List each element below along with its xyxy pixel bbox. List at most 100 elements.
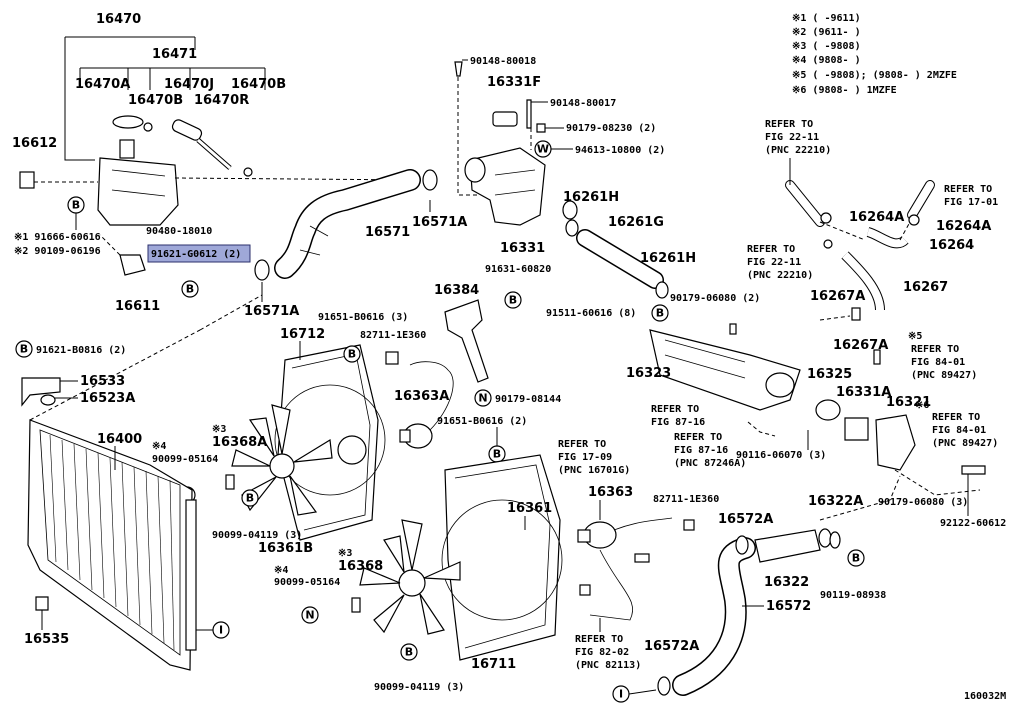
marker-b-10[interactable]: B bbox=[847, 549, 865, 567]
legend-line-1: ※1 ( -9611) bbox=[792, 13, 861, 24]
label-90116: 90116-06070 (3) bbox=[736, 450, 826, 461]
label-16363: 16363 bbox=[588, 485, 633, 500]
marker-b-4[interactable]: B bbox=[343, 345, 361, 363]
marker-b-8[interactable]: B bbox=[400, 643, 418, 661]
label-90109: ※2 90109-06196 bbox=[14, 246, 101, 257]
right-fan-shroud bbox=[441, 454, 563, 661]
label-16571A-b: 16571A bbox=[244, 304, 299, 319]
ref-note-6[interactable]: REFER TO FIG 87-16 bbox=[651, 404, 705, 428]
ref-note-1[interactable]: REFER TO FIG 22-11 (PNC 22210) bbox=[765, 119, 831, 156]
label-90099-b: 90099-04119 (3) bbox=[212, 530, 302, 541]
label-90099-a: 90099-05164 bbox=[152, 454, 218, 465]
label-16471: 16471 bbox=[152, 47, 197, 62]
marker-b-3[interactable]: B bbox=[504, 291, 522, 309]
svg-text:FIG 87-16: FIG 87-16 bbox=[651, 417, 705, 428]
marker-n-1[interactable]: N bbox=[474, 389, 492, 407]
ref-note-8[interactable]: REFER TO FIG 17-09 (PNC 16701G) bbox=[558, 439, 630, 476]
svg-text:I: I bbox=[619, 688, 623, 701]
label-16572A-a: 16572A bbox=[718, 512, 773, 527]
svg-text:REFER TO: REFER TO bbox=[747, 244, 795, 255]
marker-i-2[interactable]: I bbox=[612, 685, 630, 703]
label-16470J: 16470J bbox=[164, 77, 214, 92]
ref-note-7[interactable]: REFER TO FIG 87-16 (PNC 87246A) bbox=[674, 432, 746, 469]
ref-note-5[interactable]: REFER TO FIG 84-01 (PNC 89427) bbox=[932, 412, 998, 449]
marker-w[interactable]: W bbox=[534, 140, 552, 158]
label-16363A: 16363A bbox=[394, 389, 449, 404]
marker-b-6[interactable]: B bbox=[241, 489, 259, 507]
svg-text:N: N bbox=[305, 609, 314, 622]
label-16267: 16267 bbox=[903, 280, 948, 295]
lower-radiator-hose bbox=[657, 535, 756, 696]
label-16400: 16400 bbox=[97, 432, 142, 447]
label-16264A-b: 16264A bbox=[936, 219, 991, 234]
reservoir-cap bbox=[112, 115, 144, 129]
svg-text:B: B bbox=[493, 448, 501, 461]
svg-text:FIG 82-02: FIG 82-02 bbox=[575, 647, 629, 658]
legend-line-3: ※3 ( -9808) bbox=[792, 41, 861, 52]
svg-text:(PNC 87246A): (PNC 87246A) bbox=[674, 458, 746, 469]
svg-text:B: B bbox=[405, 646, 413, 659]
marker-b-1[interactable]: B bbox=[67, 196, 85, 214]
legend-line-2: ※2 (9611- ) bbox=[792, 27, 861, 38]
label-16331: 16331 bbox=[500, 241, 545, 256]
marker-b-9[interactable]: B bbox=[651, 304, 669, 322]
svg-text:FIG 17-01: FIG 17-01 bbox=[944, 197, 998, 208]
label-star3-b: ※3 bbox=[338, 548, 352, 559]
label-16368A: 16368A bbox=[212, 435, 267, 450]
label-16267A-a: 16267A bbox=[810, 289, 865, 304]
svg-text:B: B bbox=[72, 199, 80, 212]
label-91651-a: 91651-B0616 (3) bbox=[318, 312, 408, 323]
label-92122: 92122-60612 bbox=[940, 518, 1006, 529]
svg-text:B: B bbox=[852, 552, 860, 565]
svg-text:FIG 22-11: FIG 22-11 bbox=[747, 257, 801, 268]
label-16612: 16612 bbox=[12, 136, 57, 151]
marker-i-1[interactable]: I bbox=[212, 621, 230, 639]
label-16470B-a: 16470B bbox=[128, 93, 183, 108]
label-16368: 16368 bbox=[338, 559, 383, 574]
label-91511: 91511-60616 (8) bbox=[546, 308, 636, 319]
label-star4-a: ※4 bbox=[152, 441, 166, 452]
label-82711-a: 82711-1E360 bbox=[360, 330, 426, 341]
fan-bracket bbox=[444, 299, 489, 383]
radiator bbox=[21, 377, 197, 671]
svg-text:(PNC 16701G): (PNC 16701G) bbox=[558, 465, 630, 476]
gasket-16325 bbox=[815, 399, 841, 421]
label-16325: 16325 bbox=[807, 367, 852, 382]
marker-b-7[interactable]: B bbox=[15, 340, 33, 358]
label-16535: 16535 bbox=[24, 632, 69, 647]
label-16267A-b: 16267A bbox=[833, 338, 888, 353]
overflow-hose bbox=[171, 119, 203, 141]
label-16322: 16322 bbox=[764, 575, 809, 590]
label-highlighted-part[interactable]: 91621-G0612 (2) bbox=[151, 249, 241, 260]
svg-text:N: N bbox=[478, 392, 487, 405]
label-91651-b: 91651-B0616 (2) bbox=[437, 416, 527, 427]
marker-b-2[interactable]: B bbox=[181, 280, 199, 298]
water-inlet-pipe bbox=[754, 528, 841, 563]
ref-note-9[interactable]: REFER TO FIG 82-02 (PNC 82113) bbox=[575, 634, 641, 671]
label-90480: 90480-18010 bbox=[146, 226, 212, 237]
upper-radiator-hose bbox=[254, 169, 438, 281]
label-90148-80017: 90148-80017 bbox=[550, 98, 616, 109]
water-outlet-assembly bbox=[454, 61, 578, 226]
right-fan-motor bbox=[577, 517, 673, 621]
inlet-housing-16321 bbox=[875, 414, 916, 471]
reservoir-tank bbox=[97, 157, 179, 226]
label-91666: ※1 91666-60616 bbox=[14, 232, 101, 243]
legend-line-6: ※6 (9808- ) 1MZFE bbox=[792, 85, 897, 96]
label-16384: 16384 bbox=[434, 283, 479, 298]
label-16523A: 16523A bbox=[80, 391, 135, 406]
right-fan-blades bbox=[359, 519, 461, 635]
marker-b-5[interactable]: B bbox=[488, 445, 506, 463]
svg-text:FIG 22-11: FIG 22-11 bbox=[765, 132, 819, 143]
svg-text:B: B bbox=[20, 343, 28, 356]
legend-line-5: ※5 ( -9808); (9808- ) 2MZFE bbox=[792, 70, 957, 81]
marker-n-3[interactable]: N bbox=[301, 606, 319, 624]
svg-text:W: W bbox=[537, 143, 549, 156]
ref-note-2[interactable]: REFER TO FIG 17-01 bbox=[944, 184, 998, 208]
svg-text:REFER TO: REFER TO bbox=[911, 344, 959, 355]
ref-note-4[interactable]: REFER TO FIG 84-01 (PNC 89427) bbox=[911, 344, 977, 381]
highlight-box[interactable] bbox=[147, 244, 251, 263]
ref-note-3[interactable]: REFER TO FIG 22-11 (PNC 22210) bbox=[747, 244, 813, 281]
svg-text:REFER TO: REFER TO bbox=[765, 119, 813, 130]
label-16572A-b: 16572A bbox=[644, 639, 699, 654]
